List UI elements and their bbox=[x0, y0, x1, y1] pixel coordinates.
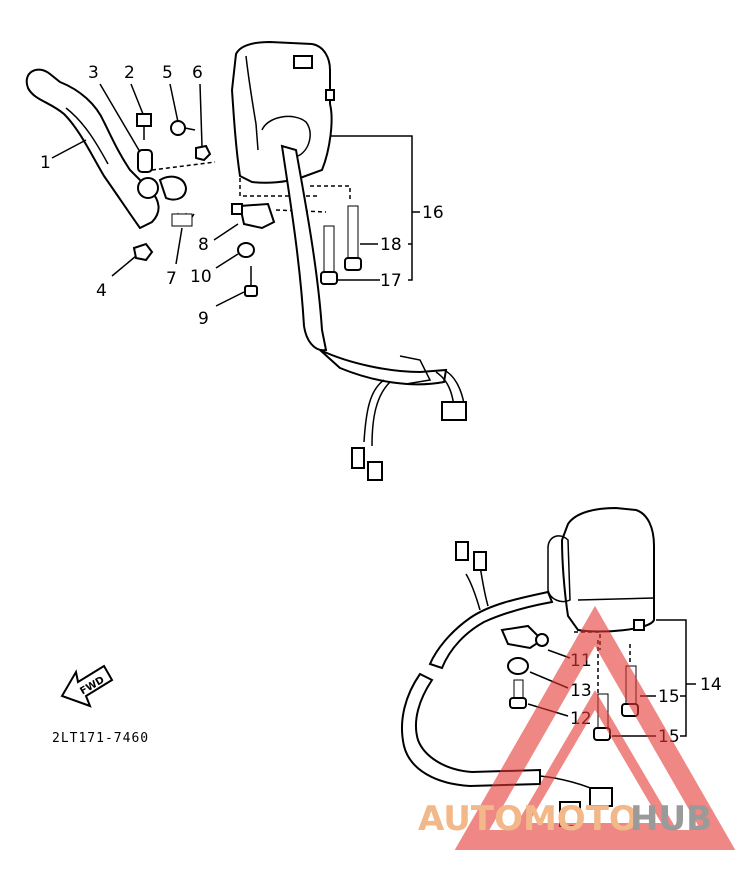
callout-16: 16 bbox=[422, 203, 444, 223]
right-handlebar-wiring bbox=[400, 541, 613, 827]
watermark-text-automoto: AUTOMOTO bbox=[418, 799, 638, 839]
washer-10 bbox=[237, 242, 255, 258]
warning-triangle-icon bbox=[454, 605, 736, 850]
callout-10: 10 bbox=[190, 267, 212, 287]
callout-9: 9 bbox=[198, 309, 209, 329]
right-switch-housing bbox=[547, 506, 655, 650]
watermark-logo bbox=[454, 605, 736, 850]
screw-9 bbox=[244, 266, 258, 297]
watermark-text-hub: HUB bbox=[630, 799, 712, 839]
callout-8: 8 bbox=[198, 235, 209, 255]
callout-5: 5 bbox=[162, 63, 173, 83]
switch-8 bbox=[231, 202, 276, 230]
callout-2: 2 bbox=[124, 63, 135, 83]
diagram-code: 2LT171-7460 bbox=[52, 731, 149, 746]
callout-7: 7 bbox=[166, 269, 177, 289]
callout-6: 6 bbox=[192, 63, 203, 83]
callout-1: 1 bbox=[40, 153, 51, 173]
leader-lines-upper bbox=[51, 83, 420, 307]
clutch-lever bbox=[25, 68, 160, 230]
callout-15-upper: 15 bbox=[658, 687, 680, 707]
screws-17-18 bbox=[320, 205, 362, 285]
callout-17: 17 bbox=[380, 271, 402, 291]
left-handlebar-wiring bbox=[280, 144, 467, 481]
fwd-arrow: FWD bbox=[60, 664, 114, 708]
callout-3: 3 bbox=[88, 63, 99, 83]
callout-4: 4 bbox=[96, 281, 107, 301]
callout-14: 14 bbox=[700, 675, 722, 695]
lever-parts bbox=[132, 113, 216, 262]
callout-18: 18 bbox=[380, 235, 402, 255]
callout-13: 13 bbox=[570, 681, 592, 701]
